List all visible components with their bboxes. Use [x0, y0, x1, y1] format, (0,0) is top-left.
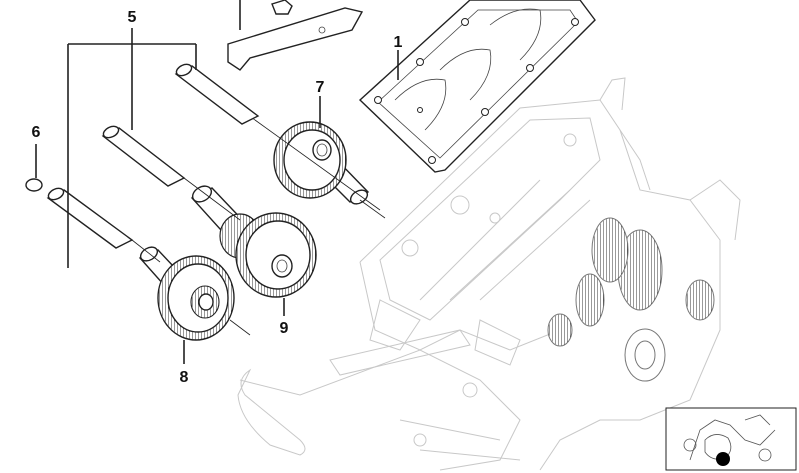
linkage-bracket — [227, 0, 364, 71]
part-5-pins — [46, 63, 260, 249]
part-7-gear-shaft — [273, 121, 370, 205]
callout-5: 5 — [128, 9, 137, 26]
callout-labels: 1 5 6 7 8 9 — [32, 9, 403, 386]
callout-7: 7 — [316, 79, 325, 96]
part-6-o-ring — [25, 178, 43, 192]
part-8-gear-shaft — [138, 246, 235, 341]
callout-9: 9 — [280, 320, 289, 337]
part-9-double-gear — [190, 185, 317, 298]
gearbox-housing-illustration — [237, 77, 741, 471]
locator-thumbnail — [665, 407, 797, 471]
part-1-cover-plate — [358, 0, 596, 173]
callout-6: 6 — [32, 124, 41, 141]
locator-marker-icon — [716, 452, 730, 466]
callout-leader-lines — [35, 28, 399, 364]
callout-1: 1 — [394, 34, 403, 51]
callout-8: 8 — [180, 369, 189, 386]
assembly-axis-lines — [131, 119, 386, 336]
